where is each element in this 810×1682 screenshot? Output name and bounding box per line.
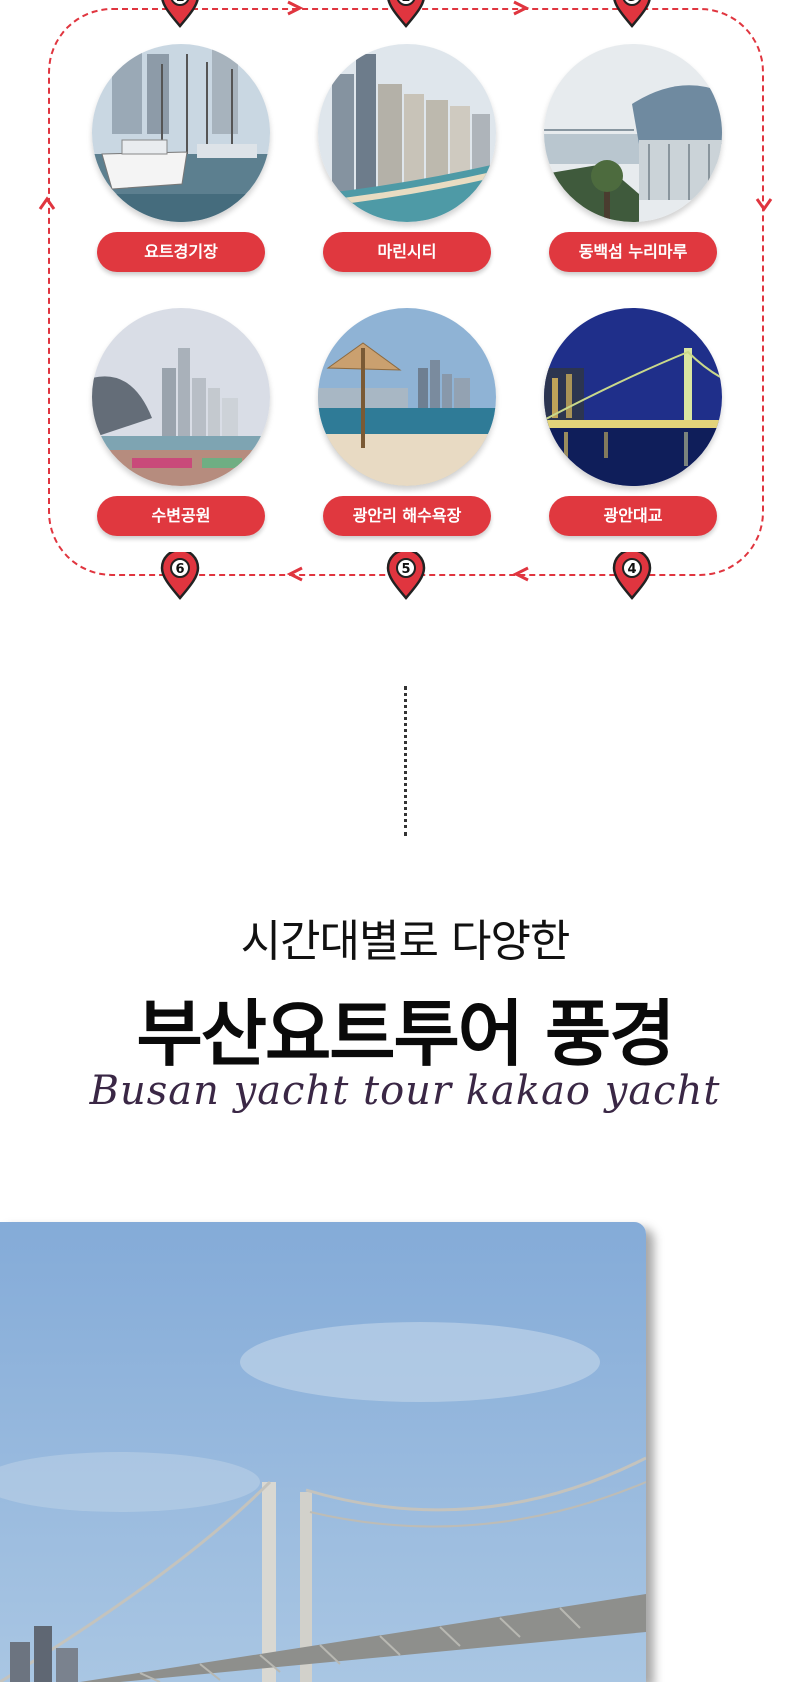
stop-label-pill: 광안대교 [549,496,717,536]
stop-label-pill: 마린시티 [323,232,491,272]
route-stop-marine-city: 마린시티 [312,44,502,272]
marine-city-photo [318,44,496,222]
svg-text:2: 2 [401,0,410,5]
dotted-divider [404,686,407,836]
stop-label-pill: 동백섬 누리마루 [549,232,717,272]
map-pin-6-icon: 6 [160,552,200,600]
arrow-left-icon [512,566,529,582]
nurimaru-photo [544,44,722,222]
yacht-marina-photo [92,44,270,222]
gwangalli-beach-photo [318,308,496,486]
arrow-right-icon [287,0,304,16]
map-pin-1-icon: 1 [161,0,199,28]
map-pin-3-icon: 3 [613,0,651,28]
section-title: 부산요트투어 풍경 [136,992,676,1076]
stop-label-pill: 광안리 해수욕장 [323,496,491,536]
route-stop-waterside-park: 수변공원 [86,308,276,536]
script-tagline: Busan yacht tour kakao yacht [89,1068,721,1114]
gwangan-bridge-photo [544,308,722,486]
gwangan-bridge-day-photo [0,1222,646,1682]
svg-text:5: 5 [401,562,410,577]
svg-text:1: 1 [175,0,184,5]
arrow-right-icon [513,0,530,16]
waterside-park-photo [92,308,270,486]
stop-label-pill: 수변공원 [97,496,265,536]
map-pin-2-icon: 2 [387,0,425,28]
svg-text:3: 3 [627,0,636,5]
route-stop-gwangan-bridge: 광안대교 [538,308,728,536]
route-stop-yacht-marina: 요트경기장 [86,44,276,272]
section-subtitle: 시간대별로 다양한 [240,916,571,967]
arrow-down-icon [755,198,773,212]
map-pin-5-icon: 5 [386,552,426,600]
stop-label-pill: 요트경기장 [97,232,265,272]
svg-text:4: 4 [627,562,636,577]
route-stop-nurimaru: 동백섬 누리마루 [538,44,728,272]
arrow-up-icon [38,196,56,210]
map-pin-4-icon: 4 [612,552,652,600]
svg-text:6: 6 [175,562,184,577]
arrow-left-icon [286,566,303,582]
route-stop-gwangalli-beach: 광안리 해수욕장 [312,308,502,536]
tour-route-map: 1 2 3 6 5 4 [0,0,810,620]
